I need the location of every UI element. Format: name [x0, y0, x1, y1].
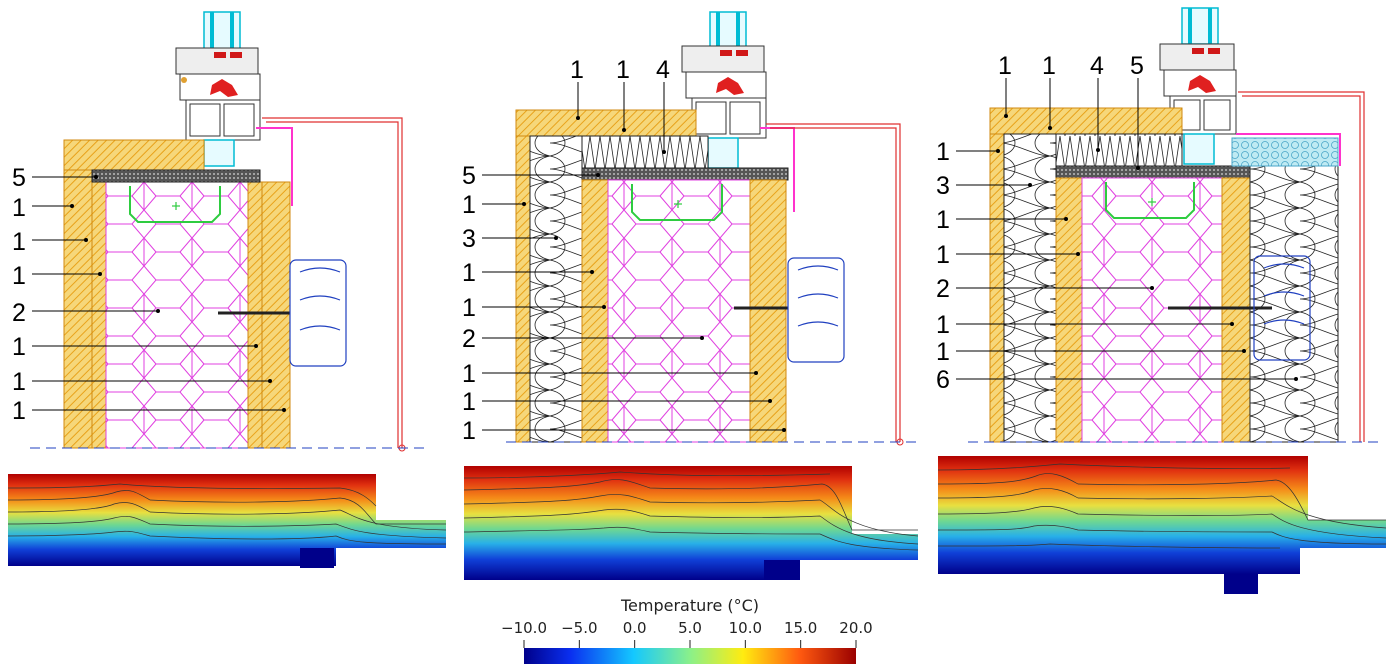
- bracket-1: [289, 259, 347, 367]
- hollow-block-1: [105, 181, 249, 449]
- panel-3-section-drawing: [968, 7, 1382, 443]
- steel-lintel-2: [631, 184, 723, 221]
- label-1: 1: [462, 388, 476, 416]
- panel-1-thermal-map: [7, 474, 447, 568]
- colorbar-gradient: [524, 648, 856, 664]
- top-render-layer-2: [515, 109, 697, 137]
- label-1: 1: [12, 262, 26, 290]
- hollow-block-3: [1081, 177, 1223, 443]
- label-2: 2: [936, 275, 950, 303]
- steel-lintel-3: [1105, 182, 1195, 219]
- sill-layer-2: [581, 167, 789, 181]
- red-guide-3: [1238, 91, 1365, 442]
- label-1: 1: [936, 241, 950, 269]
- label-5: 5: [462, 162, 476, 190]
- label-1: 1: [462, 360, 476, 388]
- plaster-layer-outer-1: [63, 169, 93, 449]
- label-2: 2: [12, 299, 26, 327]
- sill-layer-3: [1055, 165, 1251, 179]
- panel-3-thermal-map: [937, 456, 1387, 594]
- label-4: 4: [1090, 52, 1104, 80]
- label-1: 1: [12, 194, 26, 222]
- bracket-2: [787, 257, 845, 363]
- top-insulation-2: [581, 135, 709, 169]
- hollow-block-2: [607, 179, 751, 443]
- red-guide-1: [262, 117, 403, 448]
- label-1: 1: [462, 417, 476, 445]
- label-1: 1: [462, 259, 476, 287]
- inner-finish-1: [261, 181, 291, 449]
- inner-plaster-2: [749, 179, 787, 443]
- colorbar-tick-label: −5.0: [561, 619, 597, 637]
- inner-plaster-3: [1221, 177, 1251, 443]
- colorbar-tick-label: 5.0: [678, 619, 702, 637]
- label-2: 2: [462, 325, 476, 353]
- label-1: 1: [936, 138, 950, 166]
- steel-lintel-1: [129, 186, 221, 223]
- colorbar-tick-label: 0.0: [623, 619, 647, 637]
- label-4: 4: [656, 56, 670, 84]
- plaster-layer-2: [581, 179, 609, 443]
- panel-3-labels: 1 1 4 5 1 3 1 1 2 1 1 6: [936, 52, 1298, 394]
- colorbar-ticks: −10.0 −5.0 0.0 5.0 10.0 15.0 20.0: [501, 619, 873, 648]
- outer-render-2: [515, 135, 531, 443]
- label-1: 1: [12, 228, 26, 256]
- label-1: 1: [462, 294, 476, 322]
- panel-2-section-drawing: [506, 11, 918, 446]
- label-1: 1: [462, 191, 476, 219]
- top-insulation-3: [1055, 133, 1183, 167]
- label-5: 5: [12, 164, 26, 192]
- plaster-layer-inner-1: [91, 181, 107, 449]
- label-1: 1: [12, 333, 26, 361]
- inner-plaster-1: [247, 181, 263, 449]
- top-render-layer-3: [989, 107, 1183, 135]
- colorbar-tick-label: −10.0: [501, 619, 547, 637]
- sill-board-3: [1231, 137, 1339, 167]
- label-6: 6: [936, 366, 950, 394]
- temperature-colorbar: Temperature (°C) −10.0 −5.0 0.0 5.0 10.0 15.0…: [501, 596, 873, 664]
- window-frame-1: [175, 11, 261, 167]
- label-1: 1: [12, 397, 26, 425]
- panel-2-thermal-map: [463, 466, 919, 580]
- label-1: 1: [1042, 52, 1056, 80]
- label-1: 1: [998, 52, 1012, 80]
- mineral-wool-2: [529, 135, 583, 443]
- bracket-3: [1253, 255, 1311, 361]
- label-1: 1: [936, 311, 950, 339]
- panel-1-labels: 5 1 1 1 2 1 1 1: [12, 164, 286, 425]
- panel-1-section-drawing: [30, 11, 424, 452]
- top-render-layer-1: [63, 139, 205, 171]
- label-5: 5: [1130, 52, 1144, 80]
- label-3: 3: [462, 225, 476, 253]
- label-1: 1: [936, 338, 950, 366]
- colorbar-tick-label: 15.0: [784, 619, 817, 637]
- panel-2-labels: 1 1 4 5 1 3 1 1 2 1 1 1: [462, 56, 786, 445]
- label-3: 3: [936, 172, 950, 200]
- label-1: 1: [570, 56, 584, 84]
- interior-insulation-3: [1249, 165, 1339, 443]
- plaster-layer-3: [1055, 177, 1083, 443]
- red-guide-2: [766, 123, 901, 442]
- label-1: 1: [936, 206, 950, 234]
- window-frame-3: [1159, 7, 1237, 165]
- label-1: 1: [12, 368, 26, 396]
- colorbar-tick-label: 20.0: [839, 619, 872, 637]
- window-frame-2: [681, 11, 767, 169]
- sill-layer-1: [91, 169, 261, 183]
- colorbar-title: Temperature (°C): [620, 596, 759, 615]
- colorbar-tick-label: 10.0: [729, 619, 762, 637]
- label-1: 1: [616, 56, 630, 84]
